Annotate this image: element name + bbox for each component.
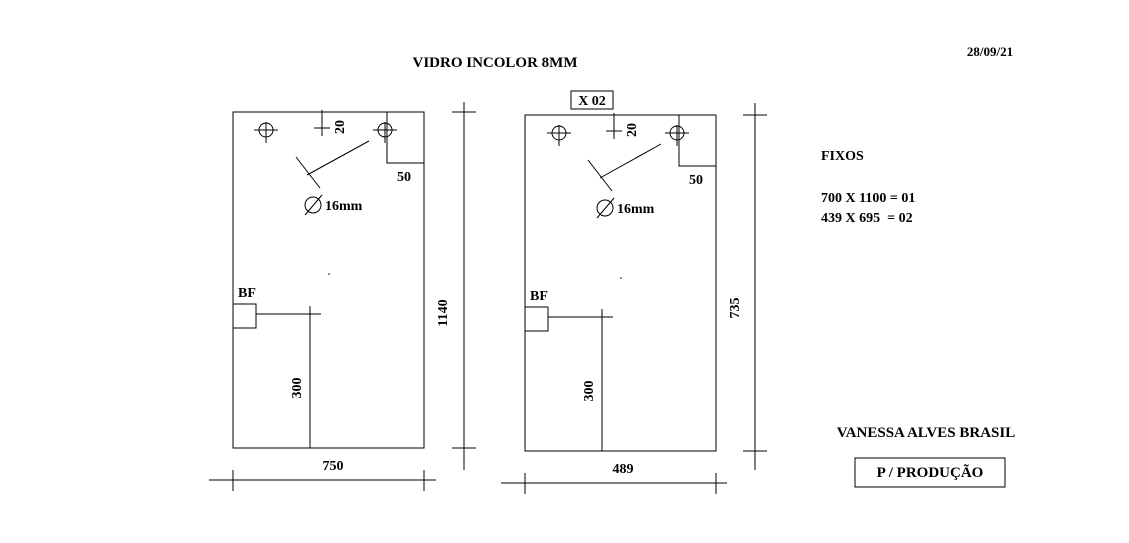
panel-left-offset-label: 20 — [333, 120, 348, 134]
material-title: VIDRO INCOLOR 8MM — [413, 55, 578, 71]
panel-left: 50 20 16mm BF 300 — [209, 102, 476, 491]
client-name: VANESSA ALVES BRASIL — [837, 425, 1015, 441]
panel-right-offset-label: 20 — [625, 123, 640, 137]
panel-left-bf-label: BF — [238, 286, 256, 301]
panel-left-center-dot — [328, 273, 330, 275]
panel-left-hole-1 — [254, 122, 278, 143]
panel-right-hole-label: 16mm — [617, 202, 655, 217]
panel-right-outline — [524, 114, 717, 452]
panel-right-height-label: 735 — [728, 298, 743, 319]
panel-left-bf-height-label: 300 — [290, 378, 305, 399]
panel-right-bf-box — [524, 306, 549, 332]
panel-right-diameter-icon — [596, 197, 615, 219]
panel-right: X 02 50 20 16mm BF 300 — [501, 90, 767, 494]
panel-right-bf-height-label: 300 — [582, 381, 597, 402]
panel-right-leader-tick — [587, 159, 613, 192]
panel-right-hole-1 — [547, 125, 571, 146]
panel-left-leader-tick — [295, 156, 321, 189]
panel-right-corner-label: 50 — [689, 173, 703, 188]
panel-left-leader-line — [306, 140, 370, 176]
panel-left-bf-box — [232, 303, 257, 329]
panel-right-hole-2 — [665, 125, 689, 146]
fixos-line-1: 700 X 1100 = 01 — [821, 191, 915, 206]
panel-left-corner-notch — [386, 112, 424, 164]
panel-left-width-label: 750 — [323, 459, 344, 474]
panel-left-hole-label: 16mm — [325, 199, 363, 214]
panel-left-hole-2 — [373, 122, 397, 143]
panel-right-qty-label: X 02 — [578, 94, 606, 109]
panel-left-outline — [232, 111, 425, 449]
panel-right-leader-line — [599, 143, 662, 179]
production-stamp-label: P / PRODUÇÃO — [877, 463, 984, 481]
production-stamp-box — [854, 457, 1006, 488]
drawing-date: 28/09/21 — [967, 44, 1013, 59]
panel-left-corner-label: 50 — [397, 170, 411, 185]
panel-right-qty-box — [570, 90, 614, 110]
fixos-line-2: 439 X 695 = 02 — [821, 211, 913, 226]
panel-left-diameter-icon — [304, 194, 323, 216]
panel-right-bf-label: BF — [530, 289, 548, 304]
panel-left-height-label: 1140 — [436, 299, 451, 326]
panel-right-center-dot — [620, 277, 622, 279]
panel-right-width-label: 489 — [613, 462, 634, 477]
panel-right-corner-notch — [678, 115, 716, 167]
fixos-title: FIXOS — [821, 149, 864, 164]
